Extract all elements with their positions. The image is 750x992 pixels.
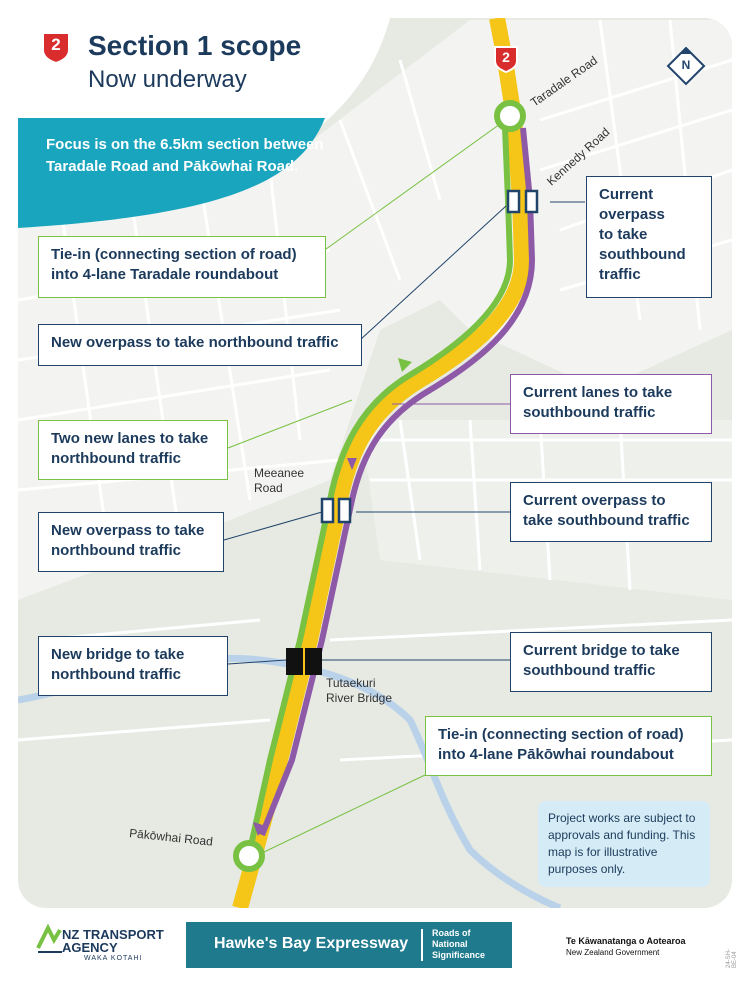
- shield-number: 2: [51, 35, 61, 54]
- pakowhai-roundabout: [233, 840, 265, 872]
- rons-label: Roads of National Significance: [432, 928, 486, 960]
- government-name-maori: Te Kāwanatanga o Aotearoa: [566, 936, 686, 946]
- southbound-arrow: [347, 458, 357, 470]
- meeanee-overpass-north: [320, 497, 335, 524]
- expressway-name: Hawke's Bay Expressway: [214, 935, 409, 952]
- taradale-roundabout: [494, 100, 526, 132]
- callout-current-lanes-south: Current lanes to take southbound traffic: [510, 374, 712, 434]
- state-highway-shield-icon: 2: [40, 30, 72, 65]
- north-arrow-icon: N: [666, 46, 706, 86]
- label-meeanee-road: Meeanee Road: [254, 466, 305, 495]
- northbound-lanes: [247, 127, 514, 851]
- nzta-logo-icon: [36, 923, 64, 959]
- focus-panel: [18, 118, 325, 228]
- government-name-english: New Zealand Government: [566, 948, 660, 957]
- callout-new-overpass-north-2: New overpass to take northbound traffic: [38, 512, 224, 572]
- nzta-name-line2: AGENCY: [62, 940, 118, 955]
- nzta-name-line1: NZ TRANSPORT: [62, 927, 164, 942]
- banner-divider: [421, 929, 423, 961]
- state-highway-shield-icon: 2: [493, 45, 519, 74]
- kennedy-overpass-south: [524, 189, 539, 214]
- kennedy-overpass-north: [506, 189, 521, 214]
- tutaekuri-bridge-north: [286, 648, 303, 675]
- page-title: Section 1 scope: [88, 30, 302, 61]
- expressway-yellow: [232, 18, 531, 908]
- southbound-lanes: [259, 127, 536, 837]
- callout-current-overpass-south-2: Current overpass to take southbound traf…: [510, 482, 712, 542]
- focus-text: Focus is on the 6.5km section between Ta…: [46, 136, 324, 175]
- page-subtitle: Now underway: [88, 66, 247, 93]
- callout-current-bridge-south: Current bridge to take southbound traffi…: [510, 632, 712, 692]
- callout-current-overpass-south: Current overpass to take southbound traf…: [586, 176, 712, 298]
- nzta-name-line3: WAKA KOTAHI: [84, 955, 143, 962]
- callout-new-overpass-north: New overpass to take northbound traffic: [38, 324, 362, 366]
- north-label: N: [681, 58, 691, 72]
- shield-number: 2: [502, 49, 510, 65]
- tutaekuri-bridge-south: [305, 648, 322, 675]
- northbound-arrow: [398, 358, 412, 372]
- callout-tie-in-taradale: Tie-in (connecting section of road) into…: [38, 236, 326, 298]
- document-code: 24-SH-BE-04: [726, 948, 738, 968]
- leader-lines: [223, 123, 585, 853]
- callout-two-new-lanes: Two new lanes to take northbound traffic: [38, 420, 228, 480]
- callout-tie-in-pakowhai: Tie-in (connecting section of road) into…: [425, 716, 712, 776]
- label-tutaekuri-bridge: Tutaekuri River Bridge: [326, 676, 393, 705]
- meeanee-overpass-south: [337, 497, 352, 524]
- disclaimer-note: Project works are subject to approvals a…: [538, 801, 710, 887]
- expressway-banner: [186, 922, 512, 968]
- southbound-arrow: [253, 822, 266, 836]
- callout-new-bridge-north: New bridge to take northbound traffic: [38, 636, 228, 696]
